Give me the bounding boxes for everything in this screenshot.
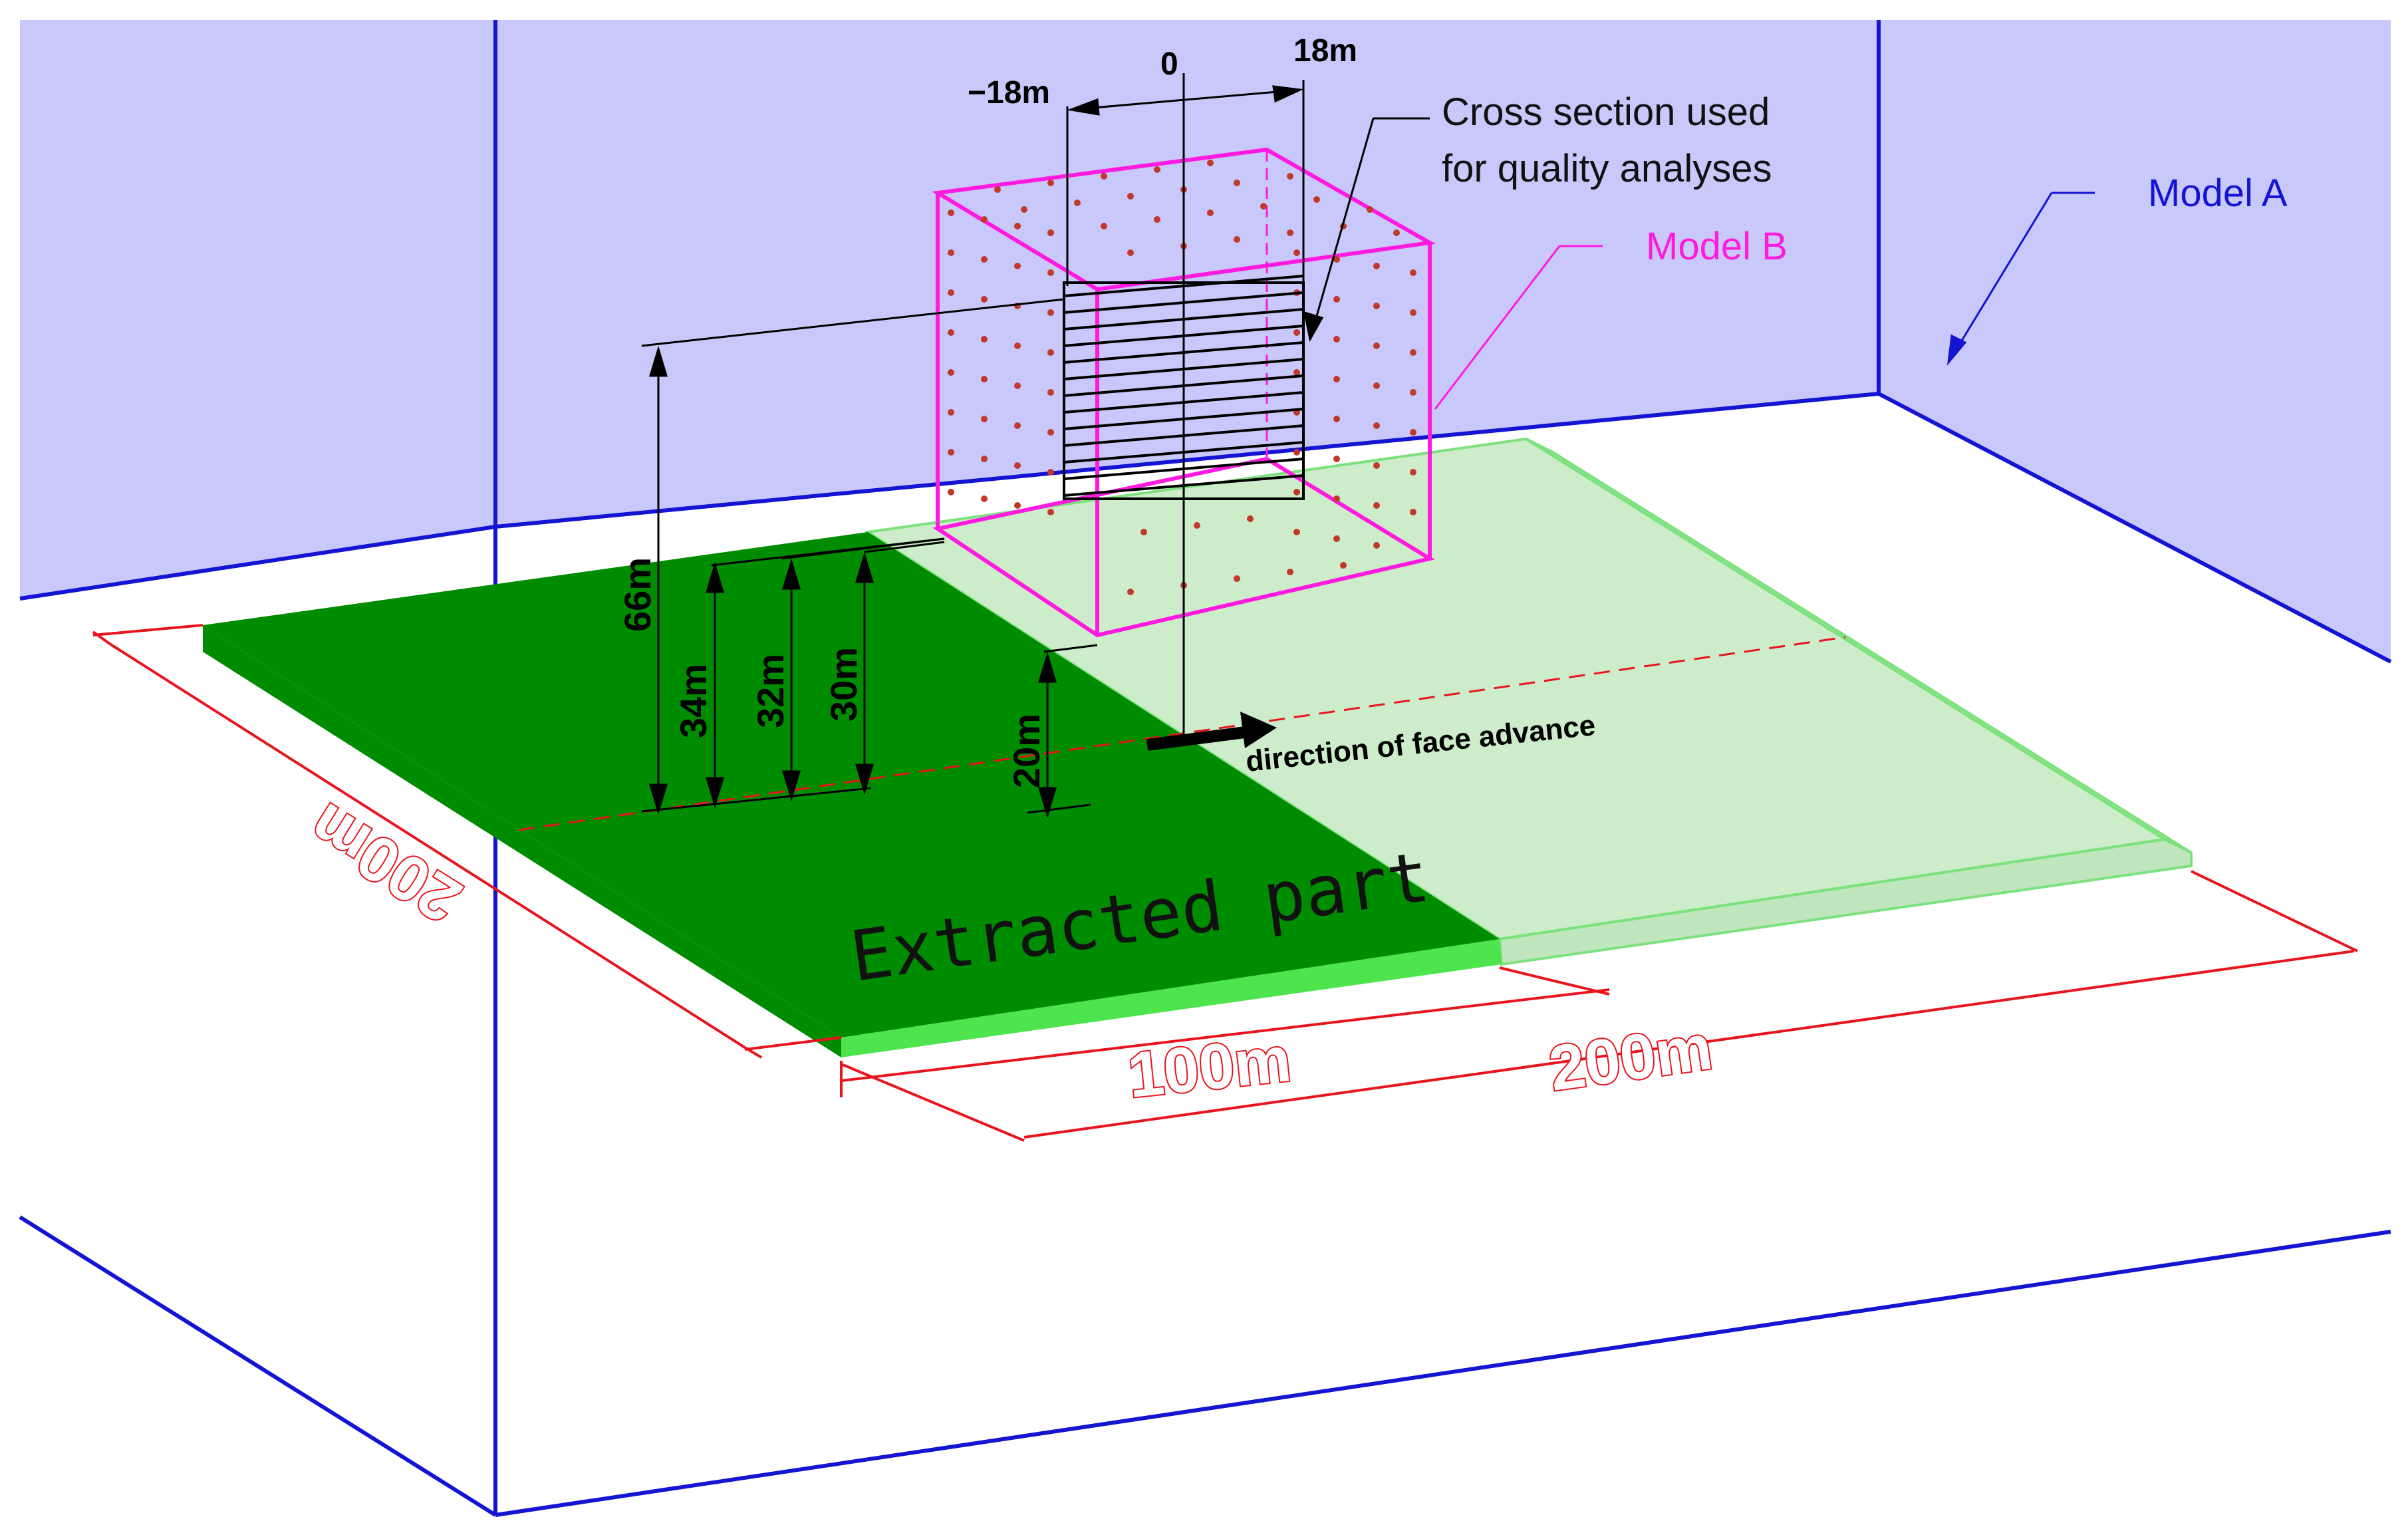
cross-section-label-line2: for quality analyses [1442,147,1772,190]
tick-label-neg18: −18m [968,75,1050,110]
tick-label-0: 0 [1160,47,1178,82]
length-label-200-front: 200m [1545,1012,1716,1105]
red-dimensions [92,624,2358,1142]
tick-label-18: 18m [1293,33,1357,69]
model-a-back-wall-center [495,20,1879,527]
callout-leaders [1303,117,1430,343]
length-label-200-side: 200m [297,789,473,936]
height-label-20: 20m [1005,714,1047,788]
cross-section-label-line1: Cross section used [1442,90,1770,134]
height-label-30: 30m [823,647,865,722]
model-a-leader [1946,192,2095,366]
model-b-leader [1434,245,1603,410]
model-b-label: Model B [1646,225,1788,268]
height-label-66: 66m [616,557,658,632]
direction-arrow [1146,712,1277,751]
length-label-100: 100m [1125,1024,1294,1111]
model-a-right-wall [1879,20,2391,662]
height-label-34: 34m [672,664,714,738]
height-label-32: 32m [749,654,791,728]
height-dimensions [641,298,1098,819]
unextracted-panel [864,437,2193,966]
model-a-label: Model A [2148,172,2288,215]
extracted-panel [203,532,1502,1057]
top-dimension [1066,73,1305,738]
model-a-back-wall [20,20,495,599]
